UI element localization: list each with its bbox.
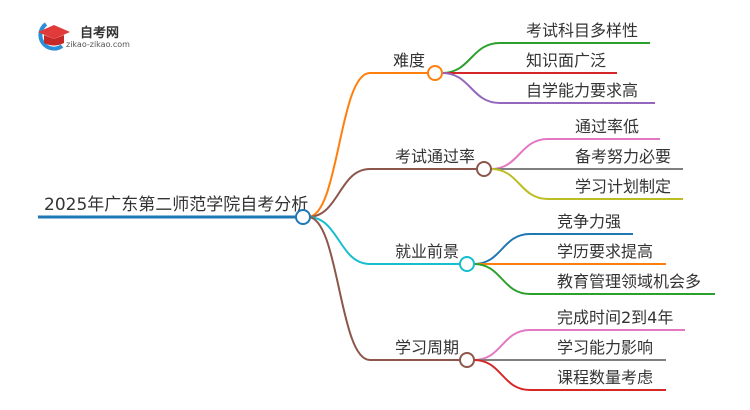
leaf-connector	[473, 233, 633, 265]
branch-connector	[307, 72, 428, 218]
root-label: 2025年广东第二师范学院自考分析	[44, 195, 308, 215]
branch-node	[476, 161, 492, 177]
leaf-connector	[490, 168, 683, 200]
leaf-connector	[473, 263, 715, 295]
leaf-label: 教育管理领域机会多	[557, 272, 701, 291]
logo-url: zikao-zikao.com	[66, 40, 130, 49]
leaf-label: 知识面广泛	[526, 51, 606, 70]
leaf-label: 自学能力要求高	[526, 81, 638, 100]
branch-connector	[307, 216, 460, 361]
logo	[32, 18, 142, 52]
branch-label: 难度	[393, 51, 425, 70]
leaf-connector	[441, 72, 655, 104]
logo-title: 自考网	[80, 26, 120, 41]
branch-connector	[307, 216, 460, 265]
leaf-connector	[441, 42, 650, 74]
leaf-connector	[473, 329, 685, 361]
leaf-label: 学历要求提高	[557, 242, 653, 261]
leaf-label: 竞争力强	[557, 212, 621, 231]
leaf-label: 考试科目多样性	[526, 21, 638, 40]
branch-connector	[307, 168, 477, 218]
leaf-label: 学习能力影响	[557, 338, 653, 357]
branch-node	[459, 256, 475, 272]
graduation-cap-logo-icon	[38, 22, 70, 51]
leaf-connector	[473, 359, 666, 391]
branch-label: 考试通过率	[395, 147, 475, 166]
leaf-label: 完成时间2到4年	[557, 308, 673, 327]
branch-node	[459, 352, 475, 368]
branch-label: 就业前景	[395, 242, 459, 261]
leaf-label: 课程数量考虑	[557, 368, 653, 387]
branch-label: 学习周期	[395, 338, 459, 357]
leaf-connector	[490, 138, 660, 170]
branch-node	[427, 65, 443, 81]
leaf-label: 学习计划制定	[575, 177, 671, 196]
root-node	[295, 209, 311, 225]
leaf-label: 通过率低	[575, 117, 639, 136]
leaf-label: 备考努力必要	[575, 147, 671, 166]
